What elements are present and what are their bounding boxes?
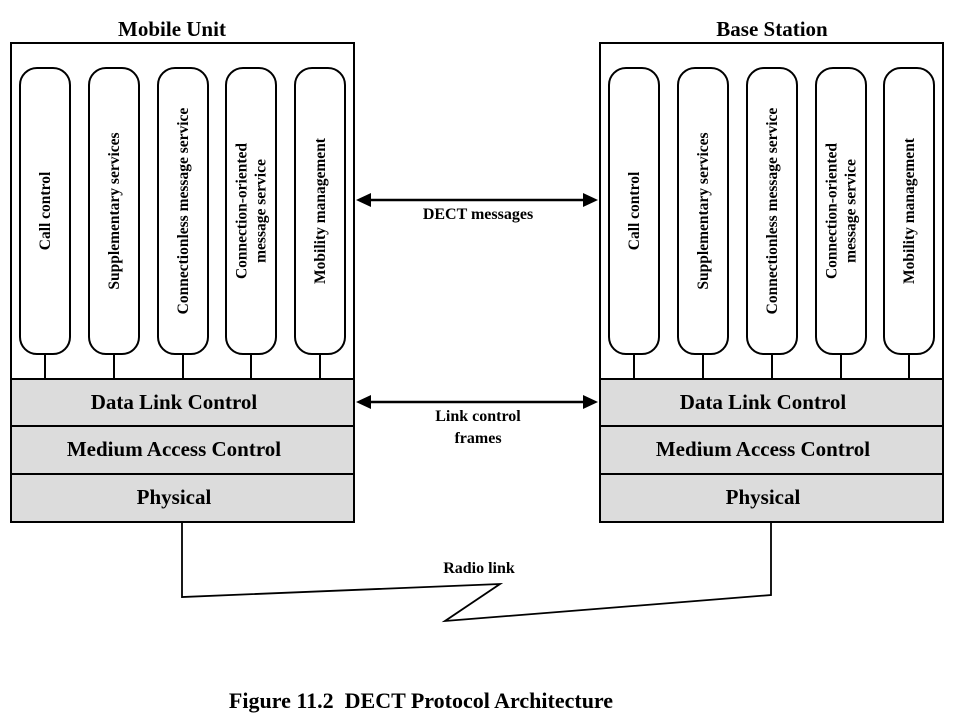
base-station-mac-label: Medium Access Control: [656, 437, 870, 461]
mobile-unit-mobility-management-label: Mobility management: [312, 137, 329, 284]
base-station-call-control-label: Call control: [626, 171, 643, 250]
dect-messages-arrowhead-right: [583, 193, 598, 207]
base-station-mobility-management-label: Mobility management: [901, 137, 918, 284]
mobile-unit-stack: Mobile Unit Data Link Control Medium Acc…: [10, 17, 355, 523]
mobile-unit-connectionless-message-service-label: Connectionless message service: [175, 108, 192, 315]
base-station-dlc-label: Data Link Control: [680, 390, 847, 414]
base-station-dlc-layer: [599, 378, 944, 427]
link-control-label-line1: Link control: [435, 408, 521, 425]
mobile-unit-dlc-layer: [10, 378, 355, 427]
base-station-title: Base Station: [716, 17, 828, 41]
mobile-unit-mac-label: Medium Access Control: [67, 437, 281, 461]
base-station-connectionless-message-service-label: Connectionless message service: [764, 108, 781, 315]
link-control-link: Link control frames: [356, 395, 598, 447]
mobile-unit-supplementary-services-label: Supplementary services: [106, 132, 123, 289]
base-station-mac-layer: [599, 425, 944, 475]
link-control-label-line2: frames: [454, 430, 501, 447]
mobile-unit-call-control-label: Call control: [37, 171, 54, 250]
mobile-unit-phy-layer: [10, 473, 355, 523]
link-control-arrowhead-left: [356, 395, 371, 409]
base-station-supplementary-services-label: Supplementary services: [695, 132, 712, 289]
base-station-stack: Base Station Data Link Control Medium Ac…: [599, 17, 944, 523]
mobile-unit-phy-label: Physical: [137, 485, 212, 509]
radio-link-line: [181, 522, 772, 623]
dect-messages-link: DECT messages: [356, 193, 598, 223]
base-station-services: Call control Supplementary services Connec…: [608, 67, 935, 379]
mobile-unit-dlc-label: Data Link Control: [91, 390, 258, 414]
dect-messages-label: DECT messages: [423, 206, 533, 223]
radio-link: Radio link: [181, 522, 772, 623]
link-control-arrowhead-right: [583, 395, 598, 409]
figure-caption: Figure 11.2 DECT Protocol Architecture: [229, 688, 613, 713]
radio-link-label: Radio link: [443, 560, 515, 577]
mobile-unit-title: Mobile Unit: [118, 17, 226, 41]
base-station-phy-label: Physical: [726, 485, 801, 509]
base-station-phy-layer: [599, 473, 944, 523]
mobile-unit-services: Call control Supplementary services Connec…: [19, 67, 346, 379]
dect-messages-arrowhead-left: [356, 193, 371, 207]
